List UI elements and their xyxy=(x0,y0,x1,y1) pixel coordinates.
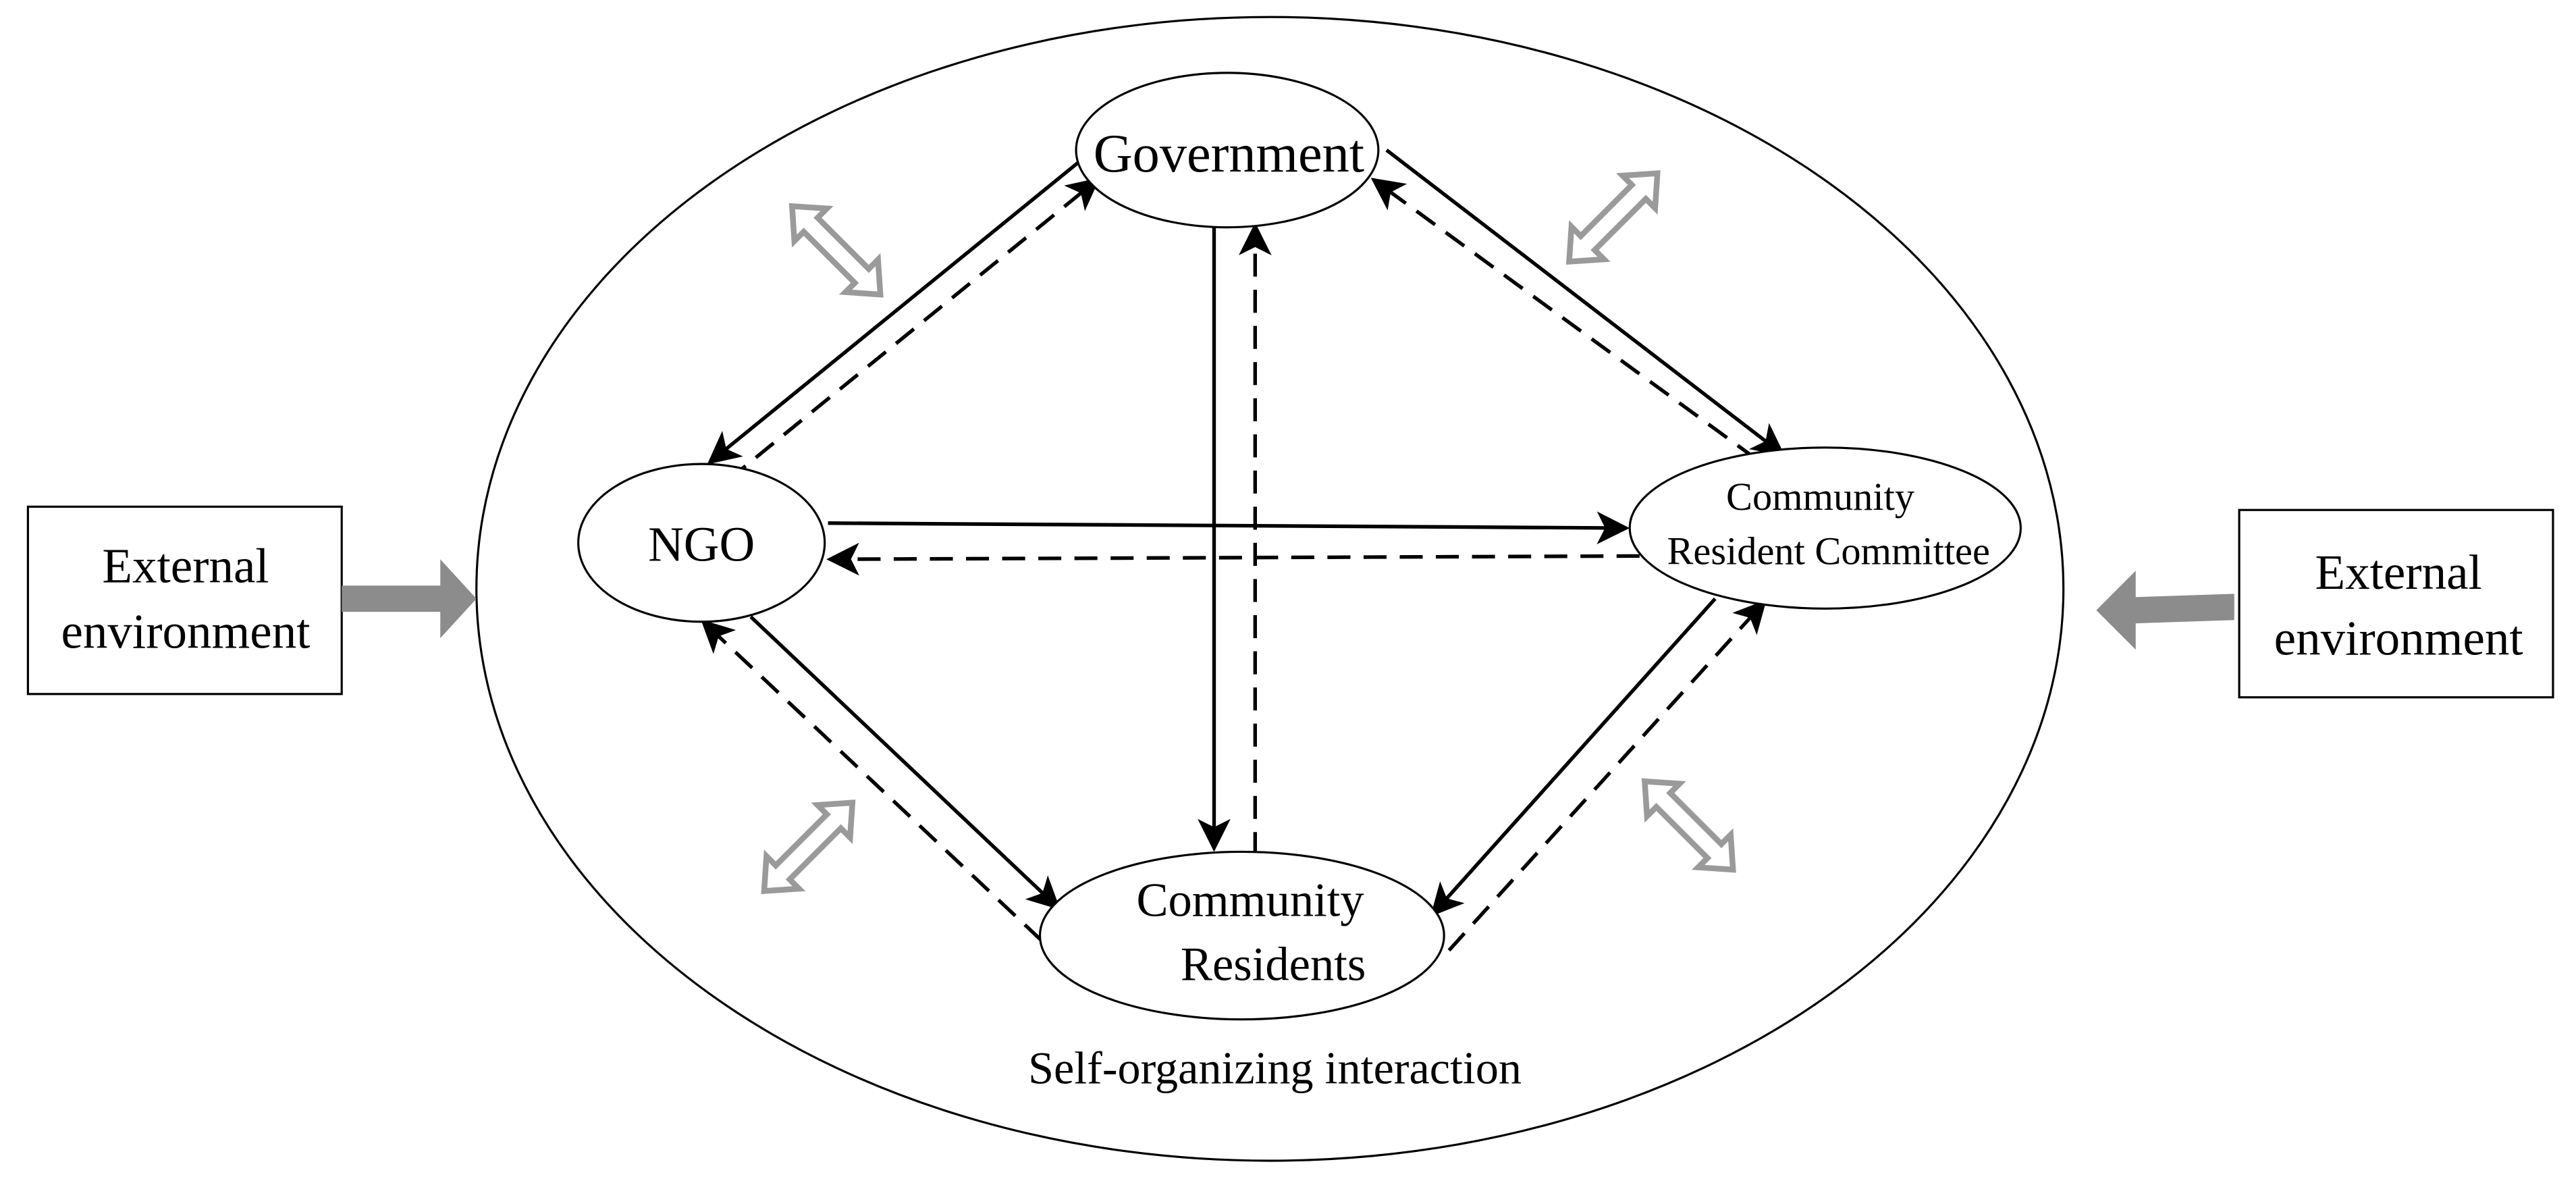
edge-committee-to-government xyxy=(1370,178,1758,461)
ngo-label: NGO xyxy=(648,517,755,572)
edge-ngo-to-committee xyxy=(828,511,1630,545)
double-arrow-icon xyxy=(788,203,884,298)
government-ellipse xyxy=(1075,72,1380,229)
external-environment-left: External environment xyxy=(26,505,343,696)
external-right-line1: External xyxy=(2315,545,2482,600)
node-ngo: NGO xyxy=(577,463,826,623)
edge-government-to-ngo xyxy=(707,160,1081,465)
external-arrow-right xyxy=(2096,571,2234,650)
node-government: Government xyxy=(1075,72,1380,229)
external-environment-right: External environment xyxy=(2238,508,2554,699)
double-arrow-icon xyxy=(1641,778,1736,873)
node-community-resident-committee: Community Resident Committee xyxy=(1628,446,2022,610)
edge-government-to-committee xyxy=(1385,149,1786,456)
committee-ellipse xyxy=(1628,446,2022,610)
double-arrow-icon xyxy=(761,799,856,895)
double-arrow-icon xyxy=(1565,170,1661,265)
outer-system-ellipse xyxy=(475,16,2065,1162)
external-box-left xyxy=(26,505,343,696)
edge-residents-to-committee xyxy=(1447,599,1767,952)
ngo-ellipse xyxy=(577,463,826,623)
external-left-line2: environment xyxy=(61,604,311,659)
external-arrow-left xyxy=(342,559,477,639)
external-left-line1: External xyxy=(102,538,269,593)
diagram-caption: Self-organizing interaction xyxy=(1028,1043,1522,1094)
external-right-line2: environment xyxy=(2274,610,2523,665)
edges xyxy=(701,149,1786,952)
edge-ngo-to-government xyxy=(726,178,1100,482)
edge-residents-to-ngo xyxy=(701,619,1043,942)
residents-label-line2: Residents xyxy=(1181,938,1366,991)
edge-ngo-to-residents xyxy=(749,615,1061,910)
node-community-residents: Community Residents xyxy=(1038,850,1445,1021)
residents-label-line1: Community xyxy=(1136,874,1364,926)
residents-ellipse xyxy=(1038,850,1445,1021)
edge-committee-to-residents xyxy=(1430,597,1717,917)
edge-committee-to-ngo xyxy=(826,542,1640,576)
government-label: Government xyxy=(1094,124,1364,184)
external-box-right xyxy=(2238,508,2554,699)
committee-label-line1: Community xyxy=(1726,475,1914,519)
committee-label-line2: Resident Committee xyxy=(1667,529,1989,573)
